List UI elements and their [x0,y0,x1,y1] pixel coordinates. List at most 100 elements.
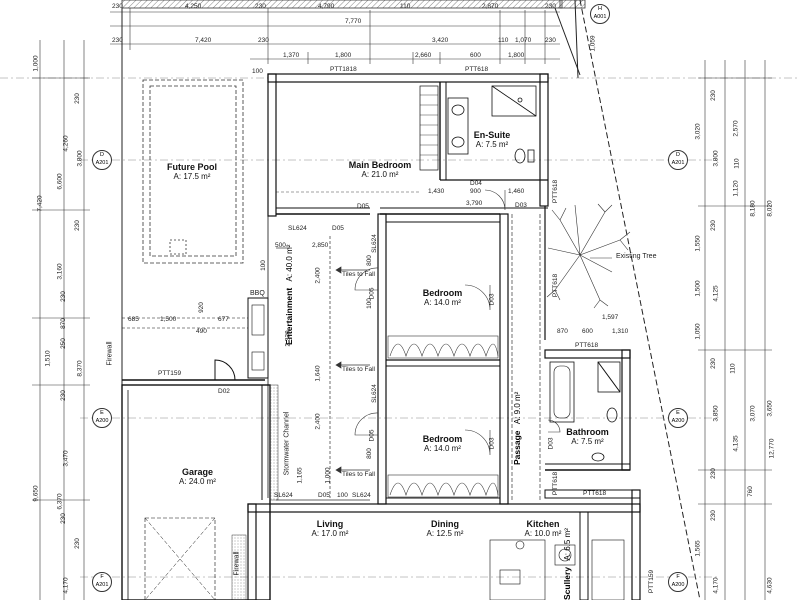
tiles-to-fall-label: Tiles to Fall [342,366,375,373]
code-label: SL624 [370,234,378,253]
dim-left: 3,470 [62,450,70,467]
dim-inner: 3,790 [466,200,483,207]
code-label: D03 [488,437,496,450]
dim-top: 230 [112,37,123,44]
dim-right: 230 [709,220,717,231]
dim-left: 230 [59,390,67,401]
stormwater-channel [269,384,279,501]
room-name: Garage [181,467,214,477]
dim-right: 8,180 [749,200,757,217]
code-label: D05 [318,492,330,499]
code-label: SL624 [274,492,293,499]
dim-left: 230 [73,93,81,104]
dim-left: 4,260 [62,135,70,152]
dim-inner: 100 [259,260,267,271]
dim-inner: 870 [557,328,568,335]
room-future-pool: Future Pool A: 17.5 m² [152,162,232,181]
dim-right: 1,050 [694,323,702,340]
dim-left: 4,170 [62,577,70,594]
dim-inner: 800 [365,255,373,266]
bbq-and-outer-walls [122,297,269,386]
dim-right: 1,565 [694,540,702,557]
dim-right: 230 [709,90,717,101]
dim-right: 3,850 [712,405,720,422]
code-label: PTT618 [552,179,560,204]
dim-inner: 2,400 [314,267,322,284]
dim-top: 2,870 [482,3,499,10]
dim-inner: 2,330 [284,330,292,347]
dim-left: 1,510 [44,350,52,367]
dim-inner: 500 [275,242,286,249]
room-area: A: 7.5 m² [571,437,604,446]
room-name: Bathroom [566,427,609,437]
room-scullery: Scullery A: 6.5 m² [562,528,572,600]
room-name: Passage [512,430,522,466]
door-swings [354,189,561,456]
dim-left: 6,370 [56,493,64,510]
dim-top: 2,660 [415,52,432,59]
code-label: SL624 [352,492,371,499]
room-area: A: 17.0 m² [311,529,349,538]
dim-right: 3,800 [712,150,720,167]
room-name: Future Pool [167,162,217,172]
dim-inner: 100 [365,298,373,309]
dim-top: 1,059 [589,35,597,52]
dim-inner: 920 [197,302,205,313]
code-label: D05 [368,429,376,442]
dim-right: 4,630 [766,577,774,594]
room-area: A: 6.5 m² [563,528,572,561]
top-dimension-lines [110,8,560,64]
main-bedroom-walls [267,73,549,217]
room-bathroom: Bathroom A: 7.5 m² [555,427,620,446]
stormwater-channel-label: Stormwater Channel [283,411,291,476]
dim-right: 8,020 [766,200,774,217]
code-label: PTT618 [552,273,560,298]
dim-inner: 1,430 [428,188,445,195]
dim-right: 1,550 [694,235,702,252]
code-label: D04 [470,180,482,187]
room-name: Dining [431,519,459,529]
code-label: D03 [547,437,555,450]
room-name: Living [316,519,344,529]
dim-right: 110 [733,158,741,169]
dim-top: 230 [258,37,269,44]
room-name: Bedroom [422,288,463,298]
tiles-to-fall-label: Tiles to Fall [342,271,375,278]
future-pool [142,79,244,264]
room-area: A: 12.5 m² [426,529,464,538]
dim-left: 230 [59,291,67,302]
room-name: Main Bedroom [348,160,412,170]
dim-right: 1,500 [694,280,702,297]
room-dining: Dining A: 12.5 m² [415,519,475,538]
dim-right: 230 [709,358,717,369]
dim-left: 1,000 [32,55,40,72]
code-label: D03 [515,202,527,209]
code-label: PTT618 [583,490,607,497]
room-living: Living A: 17.0 m² [300,519,360,538]
dim-left: 870 [59,318,67,329]
dim-right: 3,650 [766,400,774,417]
room-area: A: 17.5 m² [173,172,211,181]
dim-left: 9,650 [32,485,40,502]
dim-top: 3,420 [432,37,449,44]
code-label: PTT159 [158,370,182,377]
code-label: SL624 [370,384,378,403]
room-area: A: 14.0 m² [424,298,461,307]
dim-inner: 677 [218,316,229,323]
dim-right: 3,020 [694,123,702,140]
room-en-suite: En-Suite A: 7.5 m² [462,130,522,149]
room-garage: Garage A: 24.0 m² [160,467,235,486]
firewall-label: Firewall [233,551,241,576]
dim-left: 230 [73,220,81,231]
room-bedroom-2: Bedroom A: 14.0 m² [405,434,480,453]
dim-right: 1,120 [732,180,740,197]
dim-top: 230 [112,3,123,10]
room-kitchen: Kitchen A: 10.0 m² [513,519,573,538]
dim-right: 12,770 [768,438,776,459]
code-label: D05 [357,203,369,210]
code-label: PTT618 [465,66,489,73]
dim-top: 7,420 [195,37,212,44]
